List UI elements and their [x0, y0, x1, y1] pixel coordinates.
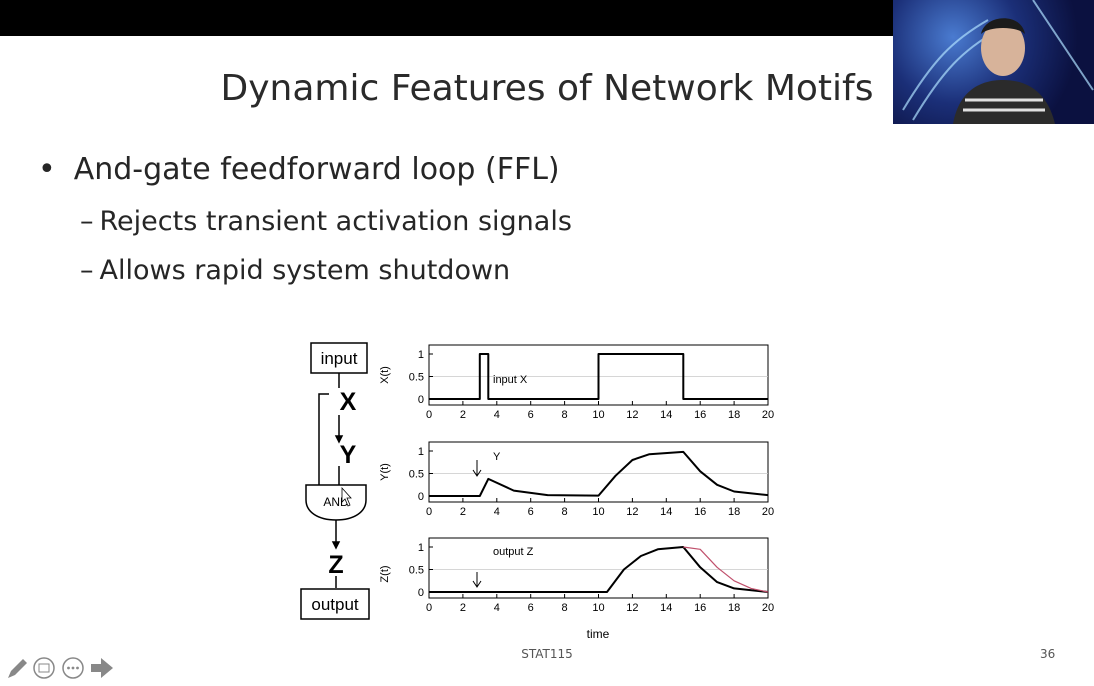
x-tick-label: 10	[592, 506, 604, 518]
output-box	[300, 588, 370, 620]
x-tick-label: 0	[426, 409, 432, 421]
more-icon[interactable]	[61, 656, 85, 684]
series-line-1	[429, 546, 769, 593]
panel-z-ylabel: Z(t)	[379, 565, 391, 582]
y-annotation-arrowhead	[472, 469, 482, 477]
y-tick-label: 0	[418, 491, 424, 503]
x-tick-label: 2	[460, 602, 466, 614]
y-tick-label: 0	[418, 587, 424, 599]
x-tick-label: 6	[528, 602, 534, 614]
series-line-2	[683, 546, 769, 593]
footer-course: STAT115	[521, 647, 573, 661]
ffl-diagram	[300, 342, 370, 620]
x-tick-label: 0	[426, 506, 432, 518]
plot-panel-z: 0 2 4 6 8 10 12 14 16 18 20 0 0.5 1	[409, 537, 774, 614]
z-node-label: Z	[328, 551, 343, 579]
x-tick-label: 14	[660, 409, 672, 421]
panel-x-ylabel: X(t)	[379, 366, 391, 384]
mouse-cursor-icon	[341, 486, 352, 507]
x-tick-label: 18	[728, 409, 740, 421]
next-arrow-icon[interactable]	[89, 656, 115, 684]
x-tick-label: 10	[592, 602, 604, 614]
x-tick-label: 6	[528, 409, 534, 421]
x-tick-label: 8	[562, 409, 568, 421]
x-tick-label: 6	[528, 506, 534, 518]
x-tick-label: 20	[762, 506, 774, 518]
series-line-1	[429, 450, 769, 497]
x-tick-label: 16	[694, 409, 706, 421]
sub-bullet-item: –Rejects transient activation signals	[80, 206, 572, 237]
pen-icon[interactable]	[4, 656, 30, 686]
presenter-video-image	[902, 0, 1094, 124]
x-tick-label: 4	[494, 506, 500, 518]
y-node-label: Y	[340, 441, 357, 469]
x-tick-label: 4	[494, 602, 500, 614]
x-tick-label: 2	[460, 409, 466, 421]
sub-bullet-text: Rejects transient activation signals	[99, 206, 572, 237]
x-tick-label: 8	[562, 602, 568, 614]
x-node-label: X	[340, 388, 357, 416]
next-arrow-icon-svg	[91, 658, 113, 678]
panel-y-ylabel: Y(t)	[379, 463, 391, 481]
x-tick-label: 0	[426, 602, 432, 614]
x-tick-label: 20	[762, 409, 774, 421]
sub-bullet-item: –Allows rapid system shutdown	[80, 255, 510, 286]
plot-panel-x: 0 2 4 6 8 10 12 14 16 18 20 0 0.5 1	[409, 344, 774, 421]
x-axis-label: time	[587, 627, 610, 640]
plot-panel-y: 0 2 4 6 8 10 12 14 16 18 20 0 0.5 1	[409, 441, 774, 518]
presenter-video	[893, 0, 1094, 124]
sub-bullet-text: Allows rapid system shutdown	[99, 255, 511, 286]
input-label: input	[321, 349, 358, 368]
panel-z-legend: output Z	[493, 546, 534, 558]
subtitle-icon-svg	[33, 657, 55, 679]
bullet-text: And-gate feedforward loop (FFL)	[73, 152, 560, 187]
x-tick-label: 20	[762, 602, 774, 614]
y-tick-label: 0	[418, 394, 424, 406]
x-tick-label: 12	[626, 506, 638, 518]
z-annotation-arrowhead	[472, 580, 482, 588]
x-tick-label: 12	[626, 409, 638, 421]
sub-bullet-dash: –	[80, 255, 94, 286]
x-tick-label: 14	[660, 602, 672, 614]
subtitle-icon[interactable]	[32, 656, 56, 684]
y-tick-label: 1	[418, 446, 424, 458]
x-tick-label: 16	[694, 602, 706, 614]
series-line-1	[429, 353, 768, 400]
x-tick-label: 18	[728, 602, 740, 614]
output-label: output	[311, 595, 359, 614]
bullet-item: • And-gate feedforward loop (FFL)	[38, 152, 560, 187]
panel-y-legend: Y	[493, 451, 501, 463]
y-tick-label: 0.5	[409, 372, 424, 384]
x-tick-label: 12	[626, 602, 638, 614]
pen-icon-svg	[8, 659, 27, 678]
slide-title: Dynamic Features of Network Motifs	[220, 68, 874, 109]
x-tick-label: 8	[562, 506, 568, 518]
x-tick-label: 16	[694, 506, 706, 518]
sub-bullet-dash: –	[80, 206, 94, 237]
bullet-dot: •	[38, 152, 56, 187]
y-tick-label: 1	[418, 349, 424, 361]
y-tick-label: 0.5	[409, 565, 424, 577]
x-tick-label: 14	[660, 506, 672, 518]
x-tick-label: 4	[494, 409, 500, 421]
and-gate	[305, 484, 367, 521]
x-tick-label: 2	[460, 506, 466, 518]
y-tick-label: 1	[418, 542, 424, 554]
x-tick-label: 18	[728, 506, 740, 518]
y-tick-label: 0.5	[409, 469, 424, 481]
slide-number: 36	[1040, 647, 1056, 661]
more-icon-svg	[62, 657, 84, 679]
panel-x-legend: input X	[493, 374, 528, 386]
x-tick-label: 10	[592, 409, 604, 421]
